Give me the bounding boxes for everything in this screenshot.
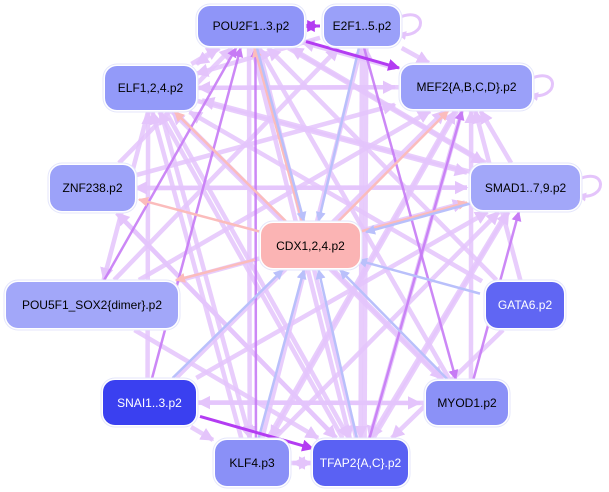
edge-cdx-to-mef2 <box>337 110 449 222</box>
edge-snai-to-cdx <box>171 269 284 379</box>
node-label: MEF2{A,B,C,D}.p2 <box>416 80 517 94</box>
edge-elf1-to-pou2f1 <box>190 46 220 66</box>
edge-gata6-to-cdx <box>357 257 481 295</box>
edge-myod1-to-pou2f1 <box>257 46 452 381</box>
edge-smad-to-mef2 <box>478 109 514 165</box>
edge-e2f1-to-tfap2 <box>353 47 368 440</box>
node-label: SNAI1..3.p2 <box>117 395 182 410</box>
node-klf4[interactable]: KLF4.p3 <box>215 440 289 486</box>
node-label: SMAD1..7,9.p2 <box>484 180 567 195</box>
node-label: ZNF238.p2 <box>62 181 123 195</box>
edge-gata6-to-elf1 <box>188 110 484 284</box>
self-loop-smad <box>577 174 602 202</box>
edge-mef2-to-klf4 <box>268 109 459 440</box>
edge-cdx-to-pou5f1 <box>175 258 256 283</box>
edge-klf4-to-cdx <box>257 269 307 439</box>
node-label: MYOD1.p2 <box>437 396 497 410</box>
node-label: TFAP2{A,C}.p2 <box>319 456 402 470</box>
node-znf238[interactable]: ZNF238.p2 <box>50 165 135 211</box>
edge-elf1-to-tfap2 <box>163 110 351 440</box>
edge-tfap2-to-e2f1 <box>359 46 374 439</box>
edge-pou5f1-to-mef2 <box>137 109 432 282</box>
node-cdx[interactable]: CDX1,2,4.p2 <box>261 223 360 268</box>
node-elf1[interactable]: ELF1,2,4.p2 <box>105 66 196 110</box>
node-smad[interactable]: SMAD1..7,9.p2 <box>471 165 580 210</box>
edge-tfap2-to-cdx <box>315 269 358 439</box>
edge-smad-to-tfap2 <box>368 210 509 440</box>
edge-e2f1-to-myod1 <box>362 47 459 380</box>
edge-snai-to-klf4 <box>189 425 215 442</box>
node-label: CDX1,2,4.p2 <box>276 238 345 253</box>
node-e2f1[interactable]: E2F1..5.p2 <box>324 6 400 46</box>
node-tfap2[interactable]: TFAP2{A,C}.p2 <box>313 440 408 486</box>
edge-e2f1-to-cdx <box>315 47 361 222</box>
edge-myod1-to-cdx <box>339 269 449 380</box>
edge-snai-to-tfap2 <box>199 414 315 452</box>
node-label: POU5F1_SOX2{dimer}.p2 <box>21 298 163 312</box>
edge-pou5f1-to-pou2f1 <box>103 47 238 281</box>
edge-pou2f1-to-klf4 <box>242 47 257 440</box>
self-loop-e2f1 <box>397 13 422 40</box>
node-label: GATA6.p2 <box>497 298 553 312</box>
edge-mef2-to-elf1 <box>196 81 400 95</box>
node-gata6[interactable]: GATA6.p2 <box>486 282 564 328</box>
edge-pou2f1-to-smad <box>287 46 486 165</box>
node-label: KLF4.p3 <box>229 456 275 470</box>
self-loop-mef2 <box>529 74 554 101</box>
edge-e2f1-to-mef2 <box>400 46 431 65</box>
node-pou2f1[interactable]: POU2F1..3.p2 <box>198 6 304 46</box>
node-mef2[interactable]: MEF2{A,B,C,D}.p2 <box>401 65 532 109</box>
node-label: POU2F1..3.p2 <box>212 19 290 33</box>
node-snai[interactable]: SNAI1..3.p2 <box>103 380 196 425</box>
edge-pou2f1-to-mef2 <box>305 40 401 71</box>
edge-cdx-to-pou2f1 <box>252 47 304 222</box>
edge-tfap2-to-mef2 <box>368 110 465 439</box>
node-label: E2F1..5.p2 <box>332 19 392 33</box>
node-myod1[interactable]: MYOD1.p2 <box>426 381 508 425</box>
edge-cdx-to-elf1 <box>174 111 287 222</box>
node-label: ELF1,2,4.p2 <box>117 81 184 95</box>
edge-cdx-to-smad <box>359 200 468 233</box>
edge-pou2f1-to-cdx <box>255 47 307 222</box>
edge-smad-to-cdx <box>365 201 474 235</box>
edge-znf238-to-mef2 <box>132 101 397 179</box>
node-pou5f1-sox2[interactable]: POU5F1_SOX2{dimer}.p2 <box>6 282 178 328</box>
edge-snai-to-smad <box>195 210 489 380</box>
edge-cdx-to-znf238 <box>138 197 262 234</box>
self-loop-layer <box>397 13 602 202</box>
